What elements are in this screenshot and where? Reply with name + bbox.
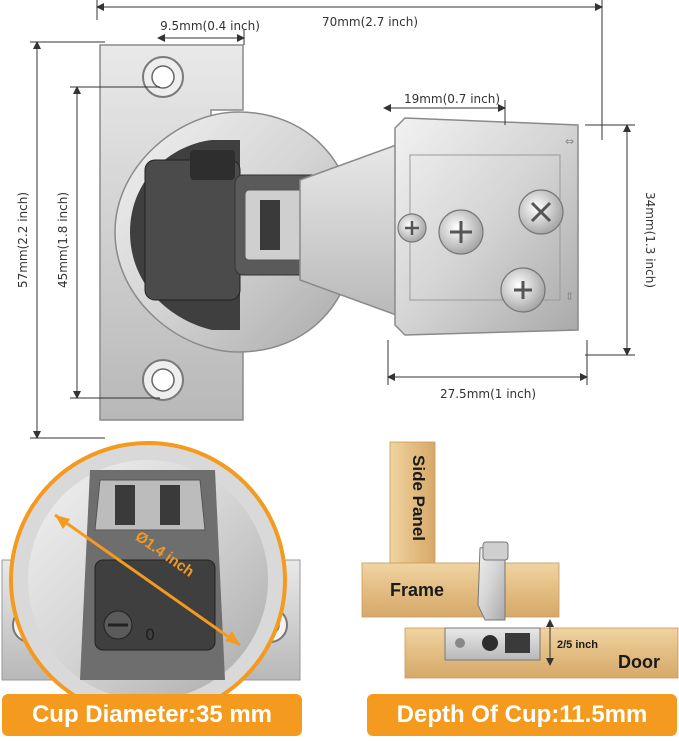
installed-hinge xyxy=(444,541,541,661)
svg-text:⇕: ⇕ xyxy=(565,290,574,303)
dim-total-height: 57mm(2.2 inch) xyxy=(16,192,30,288)
hinge-top-view: ⇔ ⇕ xyxy=(99,44,579,421)
cup-depth-banner: Depth Of Cup:11.5mm xyxy=(367,694,677,736)
svg-text:⇔: ⇔ xyxy=(565,135,574,148)
cup-detail-view: 0 Ø1.4 inch xyxy=(1,441,301,719)
dim-total-width: 70mm(2.7 inch) xyxy=(322,15,418,29)
dim-plate-offset: 19mm(0.7 inch) xyxy=(404,92,500,106)
screw-icon xyxy=(397,213,427,243)
screw-icon xyxy=(438,209,484,255)
diameter-arrow xyxy=(54,513,241,647)
side-panel-label: Side Panel xyxy=(409,455,428,541)
screw-icon xyxy=(500,267,546,313)
frame-label: Frame xyxy=(390,580,444,600)
dim-plate-height: 34mm(1.3 inch) xyxy=(643,192,657,288)
installation-view: Side Panel Frame Door 2/5 inch xyxy=(361,441,679,679)
dim-screw-offset: 9.5mm(0.4 inch) xyxy=(160,19,260,33)
dim-plate-width: 27.5mm(1 inch) xyxy=(440,387,536,401)
dim-cup-height: 45mm(1.8 inch) xyxy=(56,192,70,288)
frame xyxy=(361,562,560,618)
cup-digit: 0 xyxy=(145,625,155,644)
door-label: Door xyxy=(618,652,660,672)
overlay-label: 2/5 inch xyxy=(557,639,598,651)
cup-diameter-banner: Cup Diameter:35 mm xyxy=(2,694,302,736)
dimension-lines xyxy=(30,0,635,439)
screw-icon xyxy=(518,189,564,235)
